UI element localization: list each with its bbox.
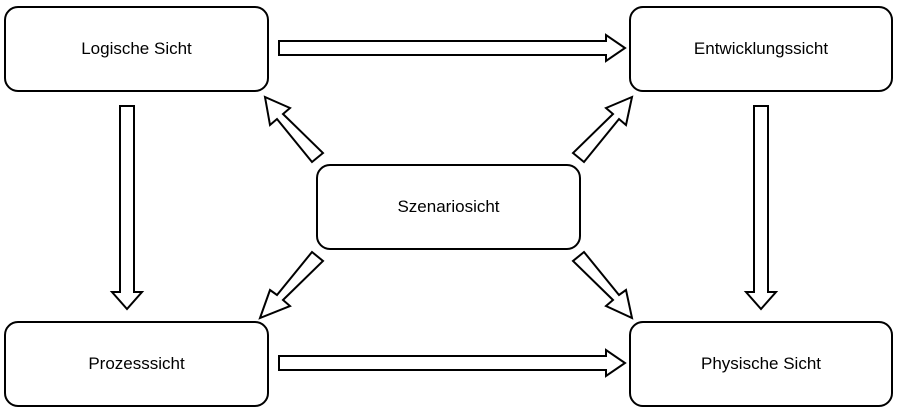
- scenario-view-label: Szenariosicht: [397, 197, 500, 216]
- scenario-view-node: Szenariosicht: [316, 164, 581, 250]
- arrow-scenario-to-logical: [263, 95, 325, 164]
- process-view-label: Prozesssicht: [88, 354, 185, 373]
- development-view-node: Entwicklungssicht: [629, 6, 893, 92]
- physical-view-label: Physische Sicht: [701, 354, 821, 373]
- development-view-label: Entwicklungssicht: [693, 39, 829, 58]
- arrow-logical-to-development: [278, 33, 627, 63]
- arrow-development-to-physical: [743, 105, 779, 311]
- arrow-process-to-physical: [278, 348, 627, 378]
- arrow-scenario-to-process: [258, 250, 325, 320]
- arrow-scenario-to-physical: [571, 250, 634, 320]
- process-view-node: Prozesssicht: [4, 321, 269, 407]
- arrow-logical-to-process: [109, 105, 145, 311]
- physical-view-node: Physische Sicht: [629, 321, 893, 407]
- logical-view-label: Logische Sicht: [81, 39, 192, 58]
- logical-view-node: Logische Sicht: [4, 6, 269, 92]
- arrow-scenario-to-development: [571, 95, 634, 164]
